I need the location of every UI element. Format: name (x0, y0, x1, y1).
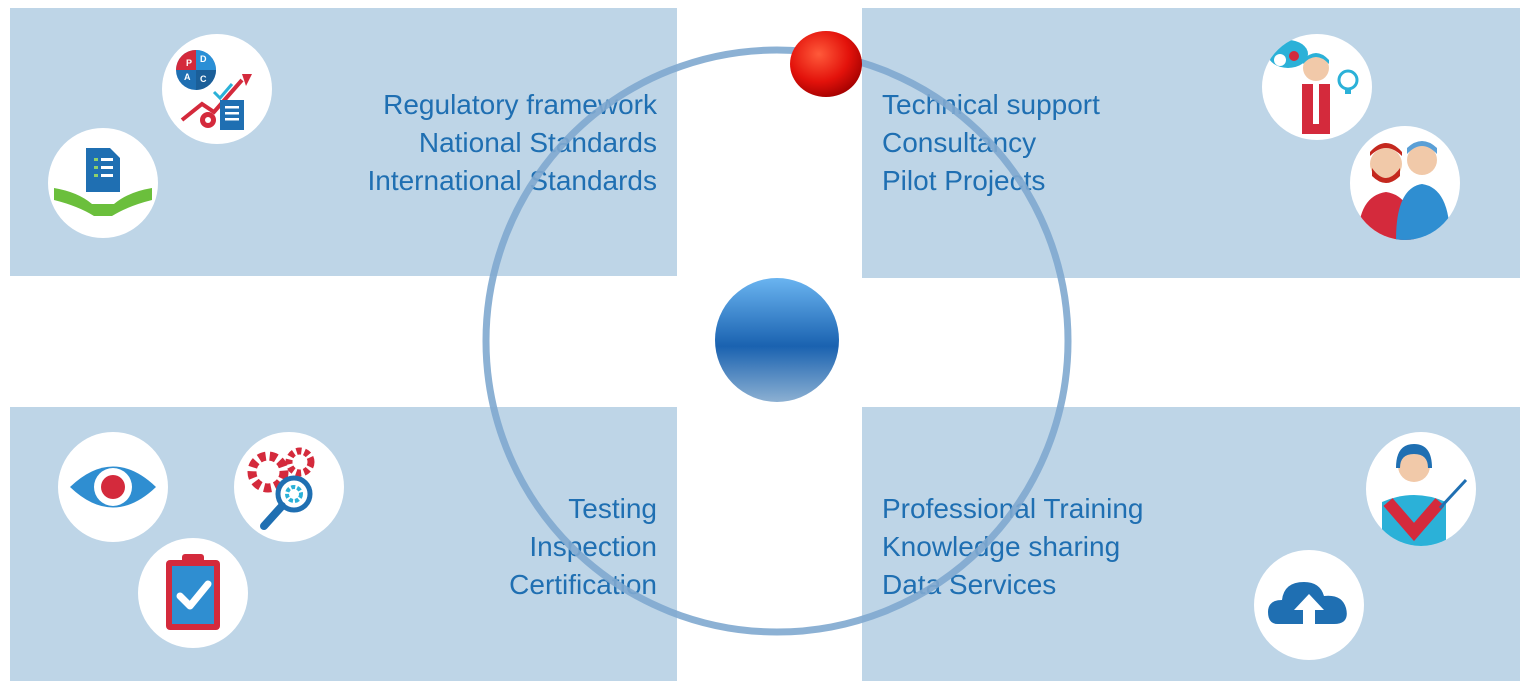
pdca-letter: P (186, 58, 192, 68)
cloud-gears-person-icon (1262, 34, 1372, 140)
cloud-upload-icon (1254, 550, 1364, 660)
quadrant-line: Certification (509, 569, 657, 600)
regulatory-text-block: Regulatory framework National Standards … (367, 86, 657, 200)
quadrant-line: Knowledge sharing (882, 531, 1121, 562)
quadrant-line: Inspection (529, 531, 657, 562)
quadrant-line: Testing (568, 493, 657, 524)
pdca-letter: C (200, 74, 207, 84)
center-sphere (715, 278, 839, 402)
quadrant-line: National Standards (418, 127, 657, 158)
testing-text-block: Testing Inspection Certification (509, 490, 657, 604)
pdca-chart-icon: P D A C (162, 34, 272, 144)
quadrant-line: Regulatory framework (383, 89, 657, 120)
training-text-block: Professional Training Knowledge sharing … (882, 490, 1143, 604)
technical-text-block: Technical support Consultancy Pilot Proj… (882, 86, 1100, 200)
quadrant-line: Data Services (882, 569, 1057, 600)
quadrant-line: International Standards (367, 165, 657, 196)
checklist-hands-icon (48, 128, 158, 238)
orbit-sphere (790, 31, 862, 97)
gears-magnifier-icon (234, 432, 344, 542)
quadrant-line: Professional Training (882, 493, 1144, 524)
pdca-letter: D (200, 54, 207, 64)
quadrant-line: Technical support (882, 89, 1100, 120)
quadrant-line: Consultancy (882, 127, 1037, 158)
team-people-icon (1350, 126, 1460, 240)
clipboard-check-icon (138, 538, 248, 648)
quadrant-line: Pilot Projects (882, 165, 1046, 196)
teacher-pointer-icon (1366, 432, 1476, 546)
eye-icon (58, 432, 168, 542)
pdca-letter: A (184, 72, 191, 82)
